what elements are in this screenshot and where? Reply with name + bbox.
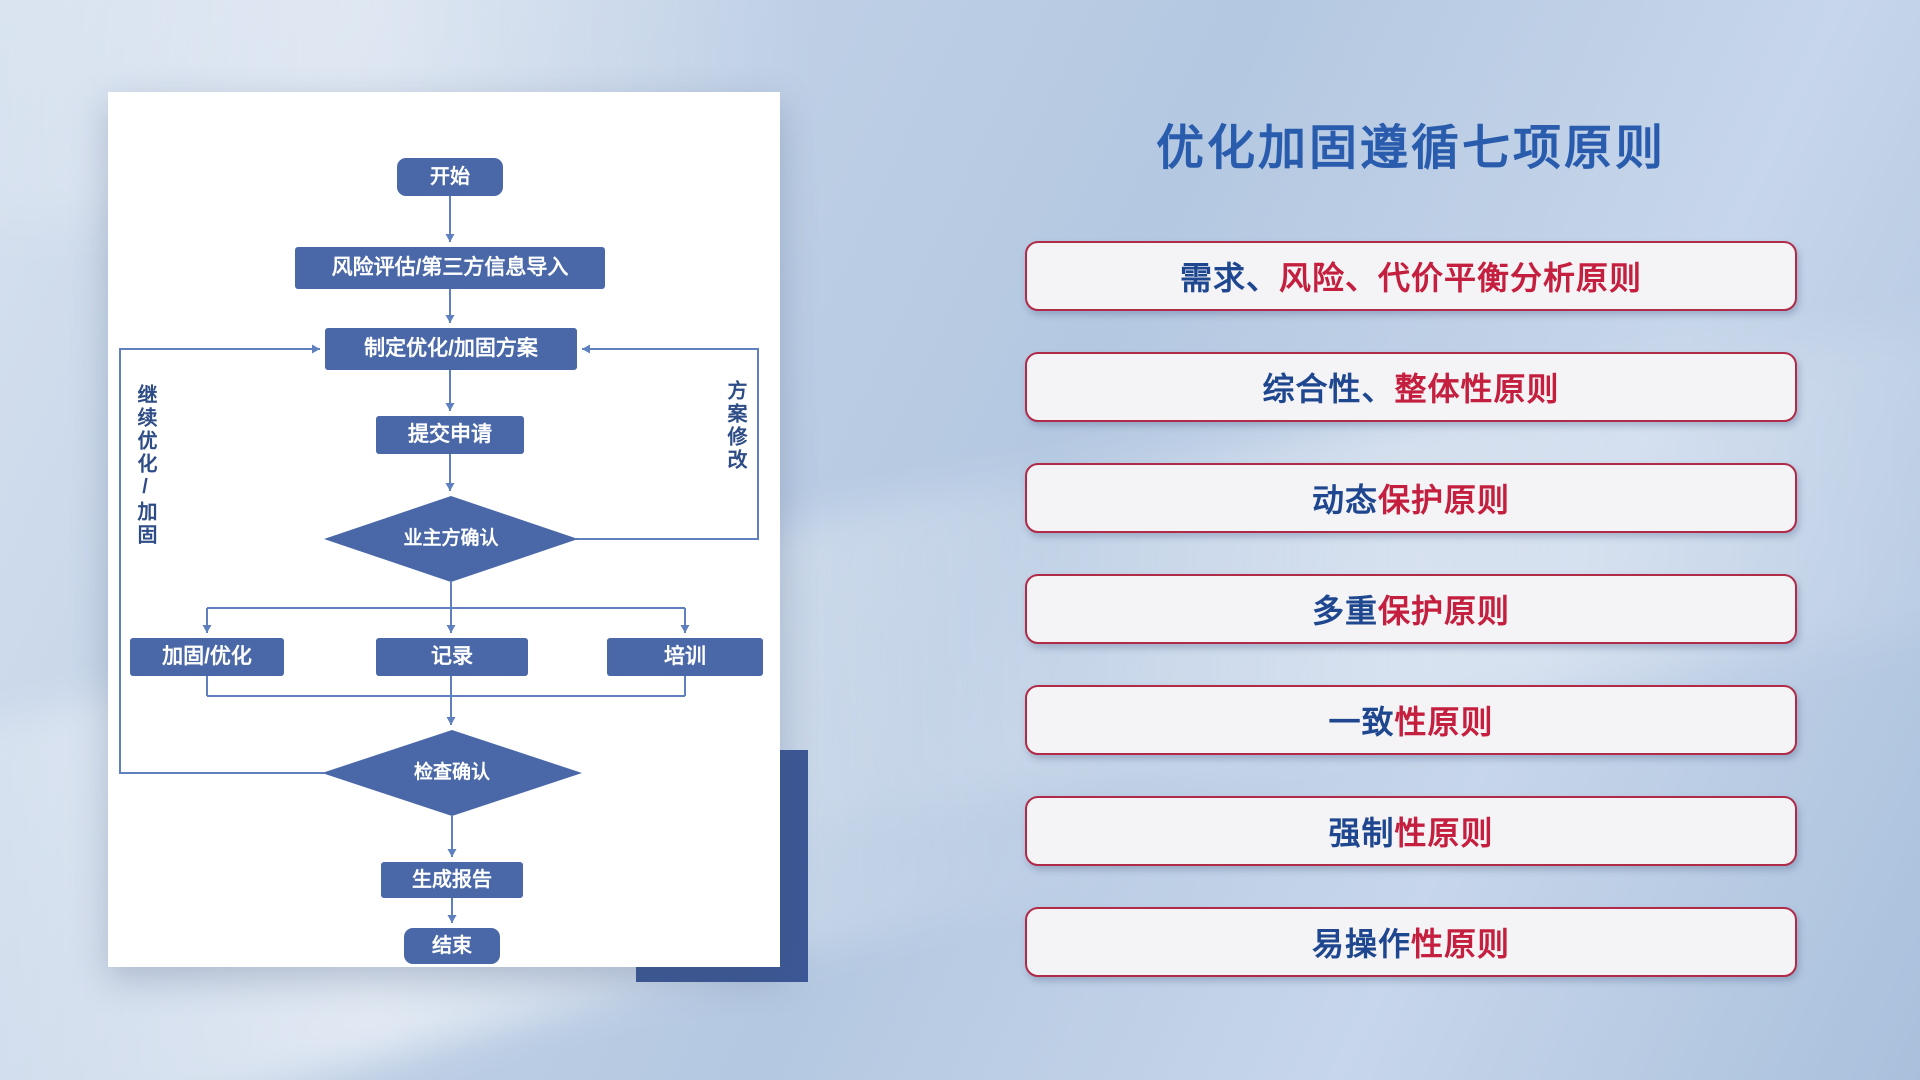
- principle-box-6: 强制 性原则: [1025, 796, 1797, 866]
- flow-node-training: 培训: [607, 638, 763, 676]
- flow-node-end: 结束: [404, 928, 500, 964]
- principle-box-2: 综合性、 整体性原则: [1025, 352, 1797, 422]
- flow-node-owner-confirm-label: 业主方确认: [403, 527, 499, 549]
- flow-node-start: 开始: [397, 158, 503, 196]
- flow-node-check-confirm: 检查确认: [322, 730, 582, 816]
- flowchart-card: 开始 风险评估/第三方信息导入 制定优化/加固方案 提交申请 业主方确认 加固/…: [108, 92, 780, 967]
- principle-text-segment: 动态: [1311, 482, 1378, 518]
- flow-node-record: 记录: [376, 638, 528, 676]
- flow-node-owner-confirm: 业主方确认: [324, 496, 578, 582]
- flow-loop-label-continue-optimize: 继续优化/加固: [134, 384, 156, 547]
- principle-text-segment: 保护原则: [1378, 482, 1511, 518]
- slide-title: 优化加固遵循七项原则: [1155, 122, 1666, 175]
- principle-box-1: 需求、 风险、代价平衡分析原则: [1025, 241, 1797, 311]
- principle-text-segment: 多重: [1311, 593, 1378, 629]
- principle-text-segment: 综合性、: [1262, 371, 1395, 407]
- principle-text-segment: 强制: [1328, 815, 1395, 851]
- flow-node-make-plan: 制定优化/加固方案: [325, 328, 577, 370]
- principle-text-segment: 需求、: [1179, 260, 1279, 296]
- flow-node-risk-import: 风险评估/第三方信息导入: [295, 247, 605, 289]
- principle-text-segment: 易操作: [1311, 926, 1411, 962]
- principle-text-segment: 风险、代价平衡分析原则: [1279, 260, 1643, 296]
- flow-node-submit: 提交申请: [376, 416, 524, 454]
- flow-loop-label-plan-revise: 方案修改: [724, 380, 746, 472]
- principle-text-segment: 保护原则: [1378, 593, 1511, 629]
- flow-node-harden-optimize: 加固/优化: [130, 638, 284, 676]
- principle-text-segment: 性原则: [1394, 704, 1494, 740]
- principle-text-segment: 整体性原则: [1394, 371, 1560, 407]
- principle-box-4: 多重 保护原则: [1025, 574, 1797, 644]
- principle-text-segment: 一致: [1328, 704, 1395, 740]
- principle-box-5: 一致 性原则: [1025, 685, 1797, 755]
- flow-node-generate-report: 生成报告: [381, 862, 523, 898]
- principle-text-segment: 性原则: [1394, 815, 1494, 851]
- principle-box-3: 动态 保护原则: [1025, 463, 1797, 533]
- principle-box-7: 易操作 性原则: [1025, 907, 1797, 977]
- principles-list: 需求、 风险、代价平衡分析原则 综合性、 整体性原则 动态 保护原则 多重 保护…: [1025, 241, 1797, 1018]
- flow-node-check-confirm-label: 检查确认: [413, 761, 490, 783]
- principle-text-segment: 性原则: [1411, 926, 1511, 962]
